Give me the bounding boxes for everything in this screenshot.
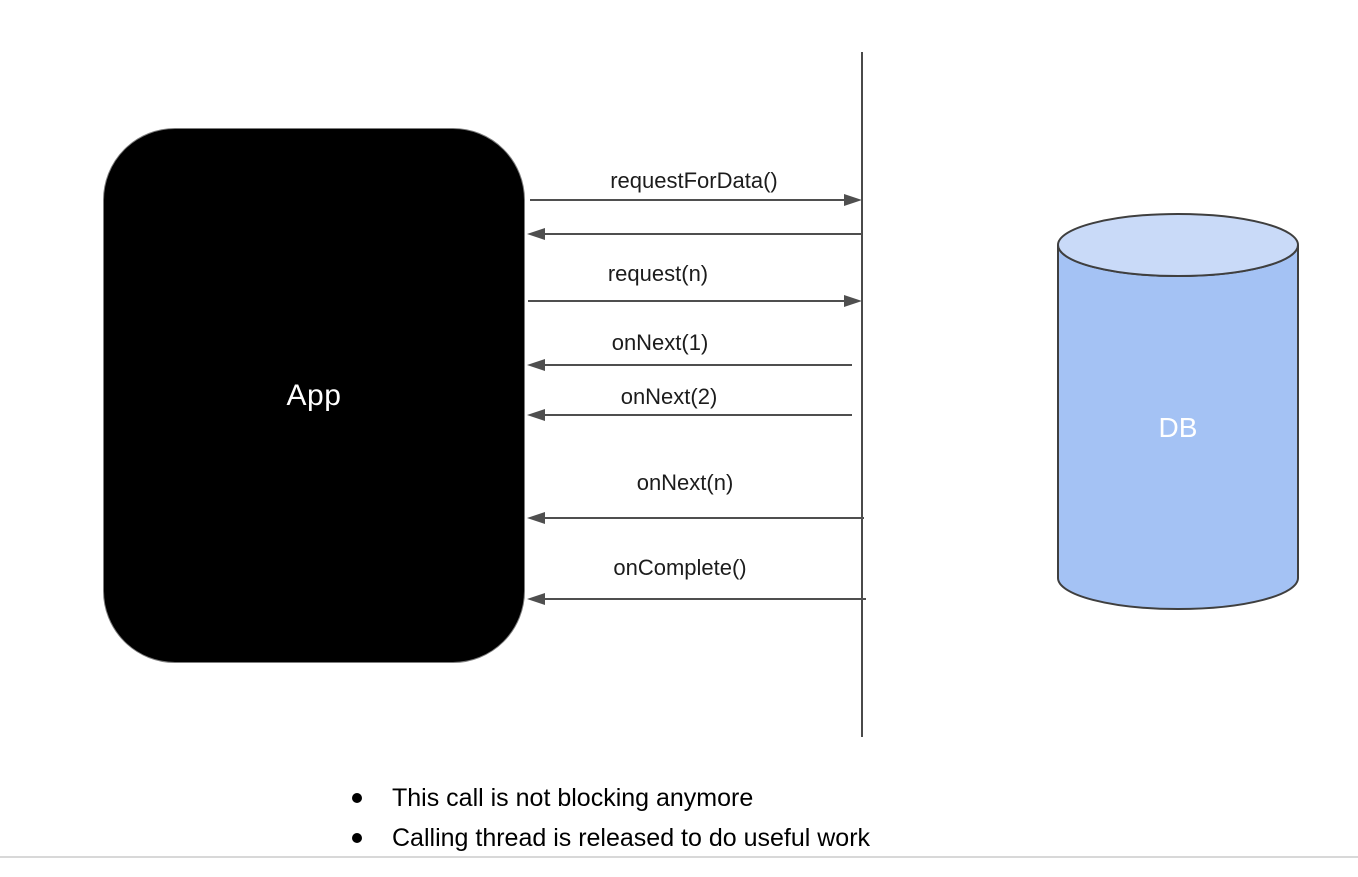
msg-request-n-arrow bbox=[528, 300, 846, 302]
msg-on-next-2-label: onNext(2) bbox=[620, 384, 718, 409]
arrowhead-right-icon bbox=[844, 194, 862, 206]
msg-on-complete-arrow bbox=[545, 598, 866, 600]
msg-on-next-n-label: onNext(n) bbox=[636, 470, 734, 495]
arrowhead-left-icon bbox=[527, 409, 545, 421]
list-item: This call is not blocking anymore bbox=[352, 778, 870, 818]
msg-request-n-label: request(n) bbox=[607, 261, 709, 286]
db-node bbox=[1056, 210, 1300, 614]
msg-request-for-data-label: requestForData() bbox=[610, 168, 778, 193]
msg-on-complete-label: onComplete() bbox=[613, 555, 747, 580]
note-text: This call is not blocking anymore bbox=[392, 783, 754, 812]
db-lifeline bbox=[861, 52, 863, 737]
bullet-icon bbox=[352, 833, 362, 843]
arrowhead-left-icon bbox=[527, 228, 545, 240]
list-item: Calling thread is released to do useful … bbox=[352, 818, 870, 858]
msg-return-arrow bbox=[545, 233, 862, 235]
arrowhead-left-icon bbox=[527, 593, 545, 605]
msg-on-next-1-label: onNext(1) bbox=[611, 330, 709, 355]
note-text: Calling thread is released to do useful … bbox=[392, 823, 871, 852]
arrowhead-left-icon bbox=[527, 359, 545, 371]
msg-on-next-1-arrow bbox=[545, 364, 852, 366]
bullet-icon bbox=[352, 793, 362, 803]
notes-list: This call is not blocking anymore Callin… bbox=[352, 778, 870, 858]
database-cylinder-icon bbox=[1057, 213, 1299, 610]
app-node-label: App bbox=[286, 378, 342, 412]
msg-request-for-data-arrow bbox=[530, 199, 846, 201]
arrowhead-right-icon bbox=[844, 295, 862, 307]
msg-on-next-2-arrow bbox=[545, 414, 852, 416]
app-node: App bbox=[103, 128, 525, 663]
page-bottom-divider bbox=[0, 856, 1358, 858]
msg-on-next-n-arrow bbox=[545, 517, 864, 519]
db-node-label: DB bbox=[1158, 412, 1198, 443]
arrowhead-left-icon bbox=[527, 512, 545, 524]
